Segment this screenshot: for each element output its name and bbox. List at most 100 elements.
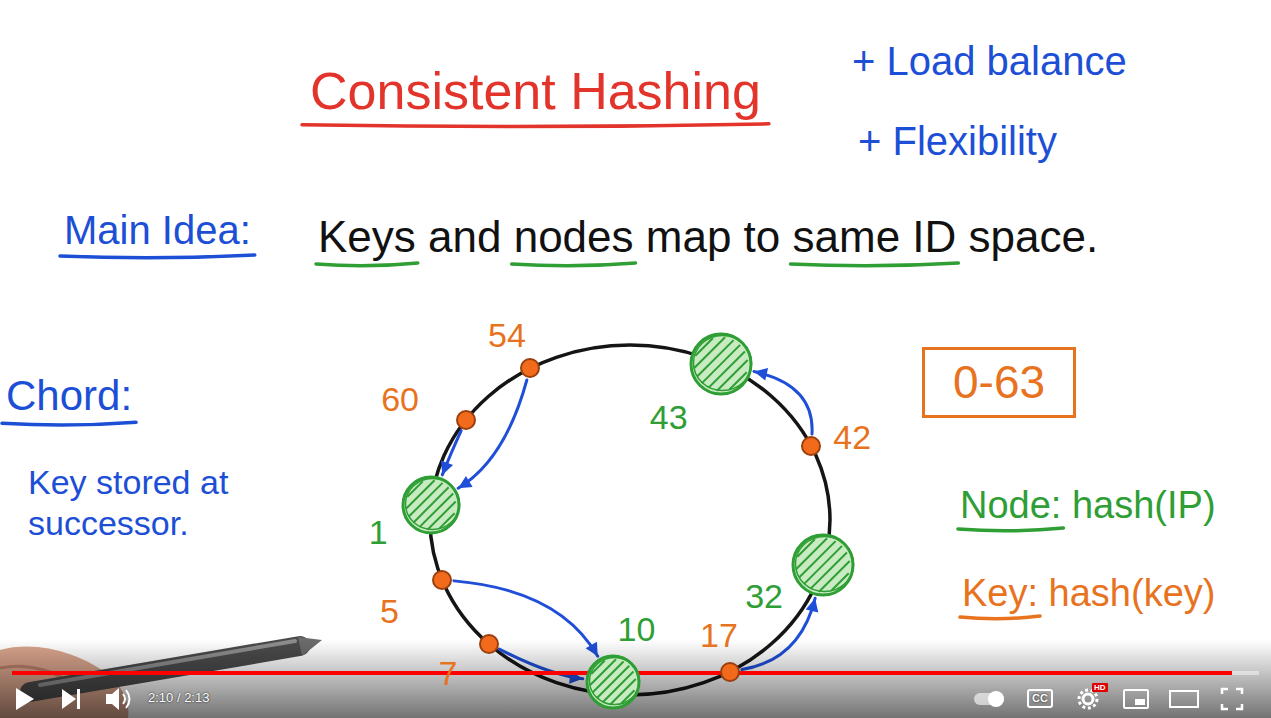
underline	[2, 422, 136, 425]
node-blob-hatch	[717, 360, 748, 391]
underline	[791, 263, 959, 266]
node-blob-fill	[403, 477, 459, 533]
successor-arrow	[441, 431, 461, 475]
key-dot: 7	[479, 634, 499, 654]
bullet-note: + Flexibility	[858, 118, 1057, 164]
note-text: Key stored at successor.	[28, 462, 288, 544]
node-blob-hatch	[413, 487, 448, 522]
title-text: Consistent Hashing	[310, 62, 761, 122]
node-blob-sketch	[796, 537, 854, 592]
underline	[302, 124, 769, 127]
node-blob-sketch	[405, 478, 459, 529]
underline	[958, 528, 1063, 531]
key-dot-fill	[433, 571, 451, 589]
arrow-head	[754, 368, 768, 381]
ring-number: 54	[488, 316, 526, 355]
ring-number: 42	[833, 418, 871, 457]
key-dot-fill	[802, 437, 820, 455]
arrow-head	[441, 460, 453, 474]
key-dot-shape	[520, 358, 540, 378]
node-blob-hatch	[831, 574, 848, 591]
server-node: 43	[689, 332, 753, 396]
id-range-box: 0-63	[922, 347, 1076, 418]
node-blob-hatch	[804, 546, 842, 584]
miniplayer-inner	[1135, 699, 1145, 705]
autoplay-knob	[988, 691, 1004, 707]
play-icon	[16, 688, 34, 710]
key-dot-fill	[480, 635, 498, 653]
node-blob-fill	[587, 656, 639, 708]
ring-number: 60	[381, 380, 419, 419]
node-blob-shape	[585, 654, 641, 710]
underline	[316, 263, 418, 266]
miniplayer-icon	[1124, 690, 1148, 708]
node-blob-sketch	[693, 336, 751, 391]
range-text: 0-63	[953, 356, 1045, 409]
node-blob-hatch	[811, 553, 847, 589]
node-blob-hatch	[439, 513, 454, 528]
bullet-note: + Load balance	[852, 38, 1127, 84]
volume-wave	[126, 690, 130, 708]
node-blob-hatch	[729, 372, 746, 389]
key-dot-fill	[457, 411, 475, 429]
gear-teeth	[1079, 690, 1097, 708]
server-node: 32	[791, 533, 855, 597]
ring-number: 17	[700, 616, 738, 655]
heading-label: Chord:	[6, 372, 132, 420]
node-blob-hatch	[621, 691, 634, 704]
arrow-head	[458, 476, 472, 488]
hd-badge: HD	[1092, 683, 1108, 692]
node-blob-hatch	[819, 561, 850, 592]
heading-label: Main Idea:	[64, 207, 251, 253]
key-dot-shape	[801, 436, 821, 456]
cc-button: CC	[1027, 689, 1053, 708]
successor-arrow	[754, 368, 812, 434]
formula-text: Node: hash(IP)	[960, 484, 1216, 528]
time-display: 2:10 / 2:13	[148, 691, 209, 706]
key-dot-shape	[479, 634, 499, 654]
node-blob-sketch	[589, 658, 639, 705]
underline	[960, 616, 1040, 619]
gear-icon	[1083, 694, 1093, 704]
ring-number: 32	[745, 577, 783, 616]
key-dot-shape	[456, 410, 476, 430]
node-blob-hatch	[610, 679, 636, 705]
node-blob-hatch	[427, 501, 455, 529]
key-dot: 42	[801, 436, 821, 456]
node-blob-fill	[691, 334, 751, 394]
node-blob-hatch	[708, 351, 744, 387]
server-node: 10	[585, 654, 641, 710]
underline	[512, 263, 636, 266]
arrow-head	[806, 598, 819, 612]
ring-number: 7	[439, 654, 458, 693]
successor-arrow	[458, 380, 527, 488]
volume-wave	[123, 694, 125, 704]
ring-number: 1	[369, 513, 388, 552]
server-node: 1	[401, 475, 461, 535]
node-blob-hatch	[697, 340, 733, 376]
key-dot: 17	[720, 662, 740, 682]
underline	[60, 255, 255, 258]
node-blob-hatch	[702, 345, 740, 383]
next-icon	[62, 689, 76, 709]
formula-text: Key: hash(key)	[962, 572, 1215, 616]
key-dot-fill	[721, 663, 739, 681]
arrow-line	[458, 380, 527, 488]
control-shade	[0, 640, 1271, 718]
arrow-line	[754, 371, 812, 434]
volume-icon	[106, 688, 119, 710]
node-blob-hatch	[799, 541, 835, 577]
node-blob-shape	[689, 332, 753, 396]
key-dot: 5	[432, 570, 452, 590]
main-idea-text: Keys and nodes map to same ID space.	[318, 212, 1098, 263]
key-dot: 60	[456, 410, 476, 430]
ring-number: 5	[380, 592, 399, 631]
key-dot-fill	[521, 359, 539, 377]
node-blob-shape	[401, 475, 461, 535]
node-blob-hatch	[596, 666, 629, 699]
node-blob-fill	[793, 535, 853, 595]
node-blob-shape	[791, 533, 855, 597]
next-icon-bar	[77, 689, 80, 709]
key-dot: 54	[520, 358, 540, 378]
